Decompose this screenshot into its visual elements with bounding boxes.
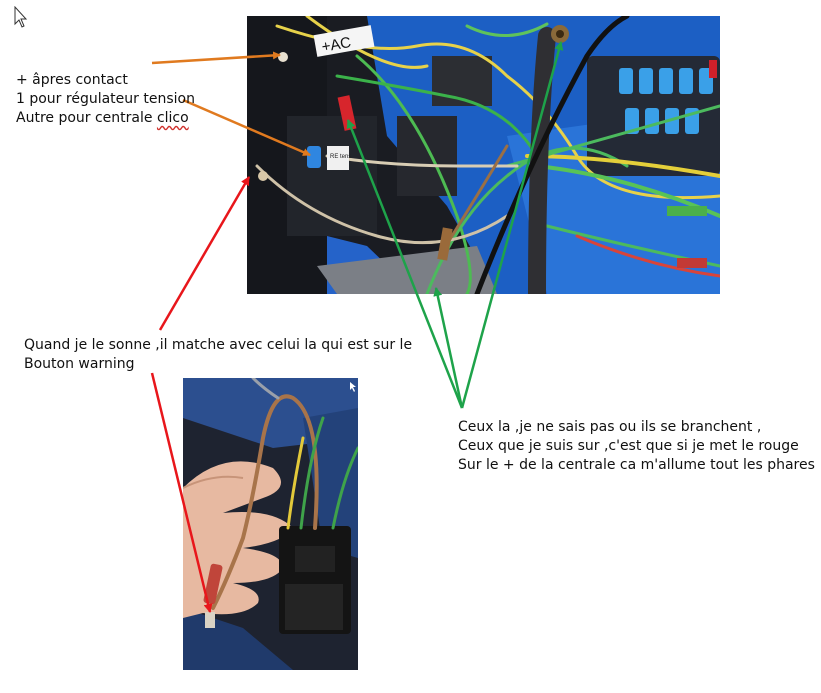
ac-tag-label: +AC bbox=[320, 34, 352, 56]
misspelled-word-clico: clico bbox=[156, 110, 189, 126]
note-contact-line-3-prefix: Autre pour centrale bbox=[16, 110, 157, 126]
note-ceux-line-3: Sur le + de la centrale ca m'allume tout… bbox=[458, 457, 815, 473]
mouse-cursor-icon bbox=[14, 6, 28, 28]
note-contact-line-3: Autre pour centrale clico bbox=[16, 109, 195, 128]
red-arrow-top-lug bbox=[158, 176, 251, 331]
green-arrow-brown-sleeve bbox=[433, 287, 464, 409]
note-apres-contact: + âpres contact 1 pour régulateur tensio… bbox=[16, 71, 195, 128]
note-sonne-line-2: Bouton warning bbox=[24, 356, 135, 372]
note-ceux-line-1: Ceux la ,je ne sais pas ou ils se branch… bbox=[458, 419, 762, 435]
note-sonne-line-1: Quand je le sonne ,il matche avec celui … bbox=[24, 337, 413, 353]
note-sonne-warning: Quand je le sonne ,il matche avec celui … bbox=[24, 336, 412, 374]
note-ceux-line-2: Ceux que je suis sur ,c'est que si je me… bbox=[458, 438, 799, 454]
small-wire-label: RE tens bbox=[330, 154, 351, 160]
note-contact-line-2: 1 pour régulateur tension bbox=[16, 91, 195, 107]
warning-switch-photo bbox=[183, 378, 358, 670]
wiring-harness-photo: RE tens +AC bbox=[247, 16, 720, 294]
note-ceux-la: Ceux la ,je ne sais pas ou ils se branch… bbox=[458, 418, 815, 475]
note-contact-line-1: + âpres contact bbox=[16, 72, 128, 88]
